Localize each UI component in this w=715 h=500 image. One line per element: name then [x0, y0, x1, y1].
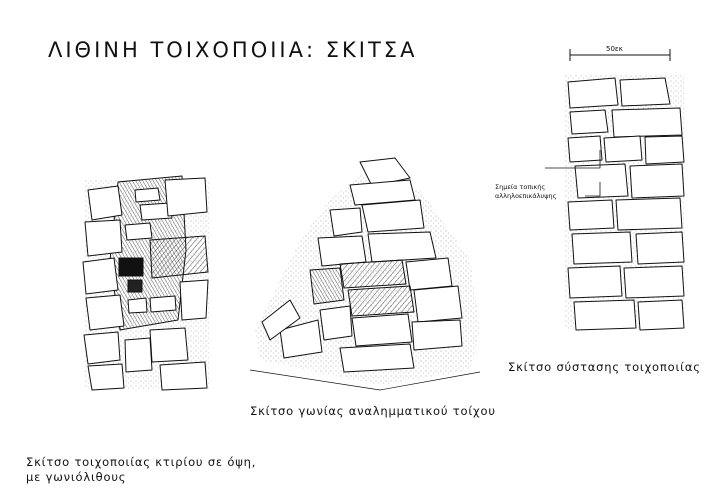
caption-retaining-corner: Σκίτσο γωνίας αναλημματικού τοίχου	[250, 404, 496, 418]
page-title: ΛΙΘΙΝΗ ΤΟΙΧΟΠΟΙΙΑ: ΣΚΙΤΣΑ	[48, 38, 418, 62]
caption-composition: Σκίτσο σύστασης τοιχοποιίας	[508, 360, 701, 374]
retaining-corner-sketch	[249, 157, 481, 391]
caption-facade: Σκίτσο τοιχοποιίας κτιρίου σε όψη, με γω…	[26, 455, 256, 485]
scale-label: 50εκ	[606, 45, 623, 53]
composition-sketch	[545, 49, 685, 331]
facade-sketch	[82, 175, 210, 391]
overlap-annotation-line1: Σημεία τοπικής	[495, 183, 546, 191]
caption-facade-line1: Σκίτσο τοιχοποιίας κτιρίου σε όψη,	[26, 455, 257, 469]
overlap-annotation-line2: αλληλοεπικάλυψης	[495, 192, 557, 200]
overlap-annotation: Σημεία τοπικής αλληλοεπικάλυψης	[495, 183, 557, 201]
caption-facade-line2: με γωνιόλιθους	[26, 470, 127, 484]
